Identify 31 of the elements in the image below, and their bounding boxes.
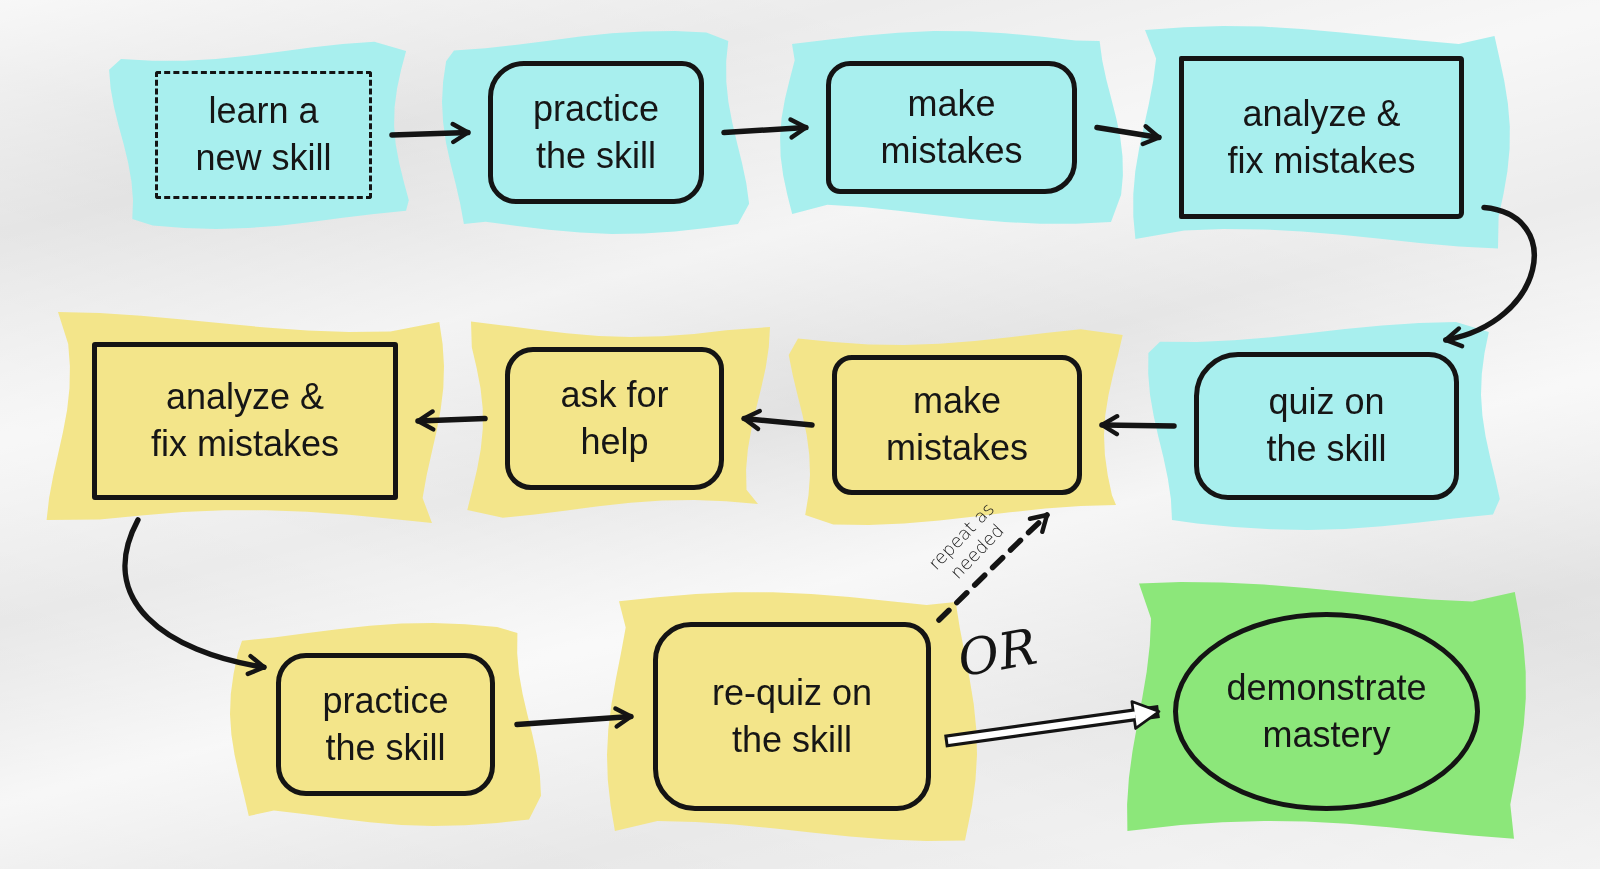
dashed-arrow	[936, 512, 1050, 623]
process-box	[488, 61, 704, 204]
outcome-ellipse	[1173, 612, 1480, 811]
node-label: make mistakes	[885, 379, 1029, 470]
node-label: re-quiz on the skill	[710, 670, 874, 762]
arrow	[389, 121, 471, 145]
process-box	[1194, 352, 1459, 500]
process-box	[832, 355, 1082, 495]
arrow	[415, 409, 488, 432]
node-label: make mistakes	[879, 81, 1024, 173]
hollow-arrow	[944, 700, 1161, 748]
process-box	[1179, 56, 1464, 219]
process-box	[653, 622, 931, 811]
process-box	[505, 347, 724, 490]
handwritten-note: OR	[954, 621, 1041, 685]
node-label: analyze & fix mistakes	[1226, 91, 1417, 183]
node-label: practice the skill	[321, 678, 450, 770]
process-box	[92, 342, 398, 500]
arrow	[514, 706, 634, 729]
node-label: demonstrate mastery	[1225, 665, 1428, 757]
node-label: quiz on the skill	[1265, 380, 1388, 471]
process-box	[826, 61, 1077, 194]
arrow	[741, 408, 815, 432]
arrow	[721, 117, 809, 140]
arrow	[122, 517, 267, 676]
dashed-process-box	[155, 71, 372, 199]
node-label: ask for help	[559, 372, 670, 464]
node-label: analyze & fix mistakes	[149, 375, 340, 466]
node-label: learn a new skill	[194, 89, 333, 180]
process-box	[276, 653, 495, 796]
node-label: practice the skill	[531, 86, 661, 178]
